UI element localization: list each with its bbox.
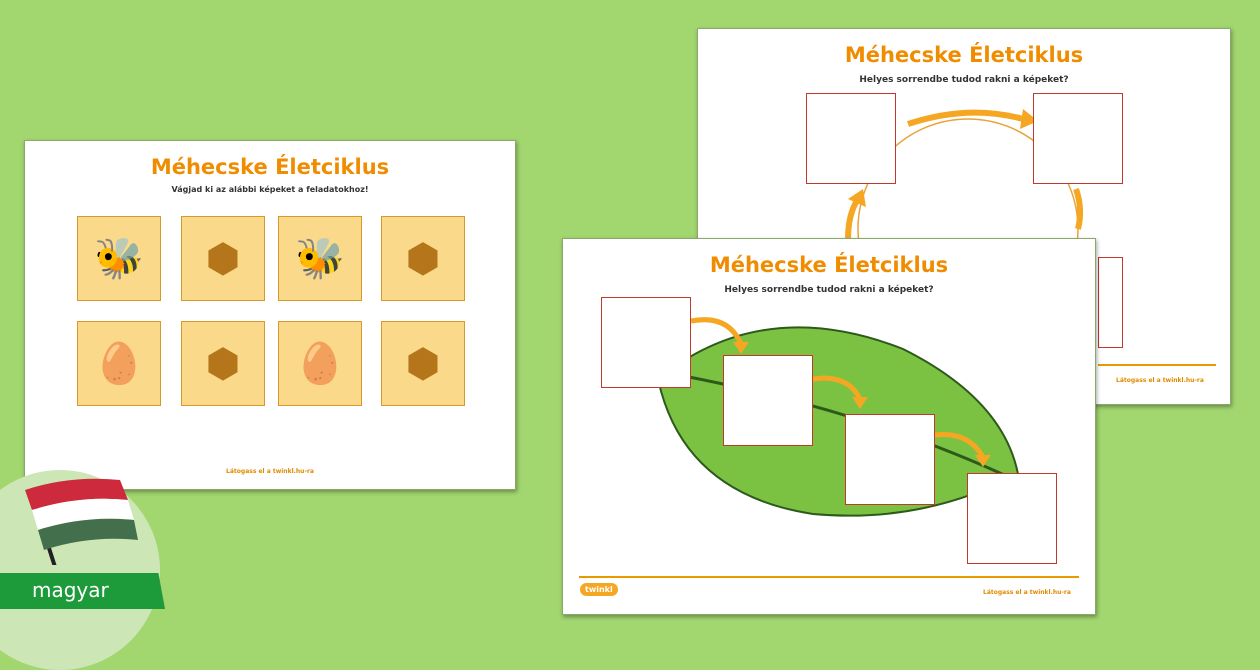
pupa-icon: 🥚 bbox=[295, 341, 345, 387]
cutout-card: ⬢ bbox=[381, 321, 465, 406]
honeycomb-larvae-icon: ⬢ bbox=[205, 235, 241, 282]
cutout-card: ⬢ bbox=[381, 216, 465, 301]
language-label: magyar bbox=[0, 573, 165, 609]
answer-box[interactable] bbox=[1098, 257, 1123, 348]
footer-divider bbox=[579, 576, 1079, 578]
answer-box[interactable] bbox=[1033, 93, 1123, 184]
worksheet-subtitle: Helyes sorrendbe tudod rakni a képeket? bbox=[724, 285, 934, 295]
worksheet-subtitle: Vágjad ki az alábbi képeket a feladatokh… bbox=[171, 185, 369, 194]
language-badge: magyar bbox=[0, 440, 170, 670]
footer-link[interactable]: Látogass el a twinkl.hu-ra bbox=[226, 468, 314, 475]
cutout-card: 🐝 bbox=[77, 216, 161, 301]
cutout-card: ⬢ bbox=[181, 321, 265, 406]
footer-link[interactable]: Látogass el a twinkl.hu-ra bbox=[983, 589, 1071, 596]
twinkl-logo: twinkl bbox=[580, 583, 618, 596]
answer-box[interactable] bbox=[806, 93, 896, 184]
bee-icon: 🐝 bbox=[295, 236, 345, 282]
honeycomb-eggs-icon: ⬢ bbox=[405, 340, 441, 387]
footer-divider bbox=[1098, 364, 1216, 366]
pupa-icon: 🥚 bbox=[94, 341, 144, 387]
worksheet-title: Méhecske Életciklus bbox=[150, 155, 390, 179]
honeycomb-eggs-icon: ⬢ bbox=[205, 340, 241, 387]
hungary-flag-icon bbox=[25, 478, 138, 565]
bee-icon: 🐝 bbox=[94, 236, 144, 282]
worksheet-leaf: Méhecske Életciklus Helyes sorrendbe tud… bbox=[562, 238, 1096, 615]
answer-box[interactable] bbox=[845, 414, 935, 505]
answer-box[interactable] bbox=[967, 473, 1057, 564]
cutout-card: ⬢ bbox=[181, 216, 265, 301]
cutout-card: 🥚 bbox=[77, 321, 161, 406]
worksheet-cutout: Méhecske Életciklus Vágjad ki az alábbi … bbox=[24, 140, 516, 490]
cutout-card: 🐝 bbox=[278, 216, 362, 301]
answer-box[interactable] bbox=[601, 297, 691, 388]
worksheet-title: Méhecske Életciklus bbox=[709, 253, 949, 277]
answer-box[interactable] bbox=[723, 355, 813, 446]
cutout-card: 🥚 bbox=[278, 321, 362, 406]
worksheet-subtitle: Helyes sorrendbe tudod rakni a képeket? bbox=[859, 75, 1069, 85]
honeycomb-larvae-icon: ⬢ bbox=[405, 235, 441, 282]
footer-link[interactable]: Látogass el a twinkl.hu-ra bbox=[1116, 377, 1204, 384]
worksheet-title: Méhecske Életciklus bbox=[844, 43, 1084, 67]
